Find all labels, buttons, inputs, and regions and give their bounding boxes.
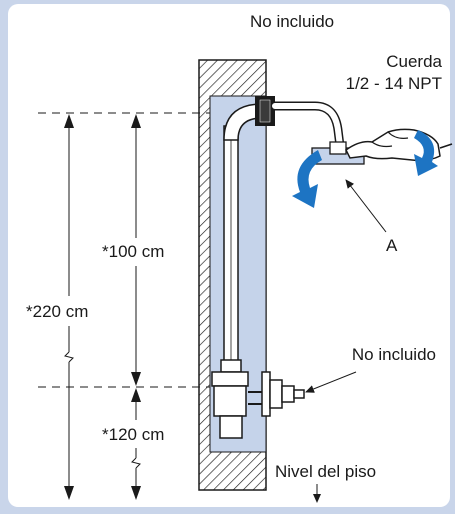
dim-220-label: *220 cm	[26, 302, 89, 321]
dimension-120	[131, 388, 141, 500]
top-not-included-label: No incluido	[250, 12, 335, 31]
callout-a-label: A	[386, 236, 398, 255]
callout-a-line	[345, 179, 387, 233]
thread-label-line2: 1/2 - 14 NPT	[345, 74, 442, 93]
thread-label-line1: Cuerda	[386, 52, 442, 71]
dim-100-label: *100 cm	[102, 242, 165, 261]
valve-callout-line	[305, 371, 357, 393]
hand-icon	[345, 128, 453, 162]
dimension-100	[131, 114, 141, 386]
side-not-included-label: No incluido	[351, 345, 436, 364]
dimension-220	[64, 114, 74, 500]
rotation-arrow-left	[292, 150, 322, 208]
floor-level-label: Nivel del piso	[275, 462, 377, 481]
rotation-arrow-right	[414, 130, 438, 176]
valve	[211, 371, 305, 439]
floor-level-arrow	[313, 484, 321, 503]
dim-120-label: *120 cm	[102, 425, 165, 444]
